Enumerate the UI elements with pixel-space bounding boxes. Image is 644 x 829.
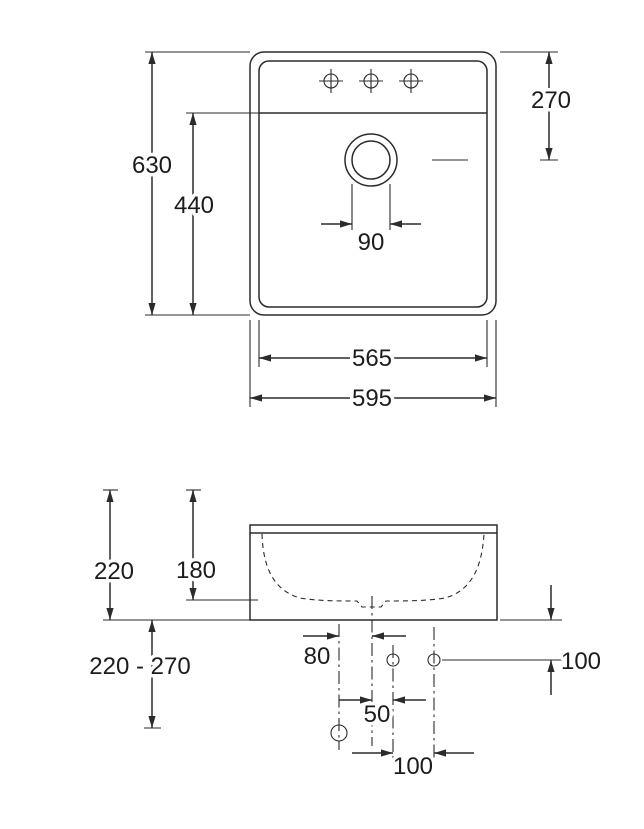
dim-label-50: 50 <box>364 701 391 728</box>
dim-label-90: 90 <box>358 229 385 256</box>
dim-label-565: 565 <box>352 345 392 372</box>
dim-hole-spacing: 100 <box>352 749 474 784</box>
dim-label-595: 595 <box>352 385 392 412</box>
bowl-profile-dashed <box>261 533 485 608</box>
basin-inner-outline <box>258 60 488 308</box>
drain-hole <box>344 133 468 187</box>
dim-label-100-bottom: 100 <box>393 753 433 780</box>
dim-drain-from-top: 270 <box>500 51 575 161</box>
fixing-hole <box>427 653 441 667</box>
dim-overall-width: 595 <box>249 320 497 416</box>
dim-overall-height: 630 <box>128 51 250 316</box>
waste-hole <box>330 724 348 742</box>
tap-hole-icon <box>359 69 383 93</box>
dim-label-270: 270 <box>531 87 571 114</box>
dim-inner-depth: 440 <box>170 112 259 315</box>
dim-hole-offset: 50 <box>339 696 426 732</box>
dim-install-range: 220 - 270 <box>86 620 194 729</box>
dim-label-220: 220 <box>94 558 134 585</box>
basin-outer-outline <box>249 51 497 316</box>
dim-height-overall: 220 <box>90 489 250 621</box>
dim-inner-width: 565 <box>258 320 488 376</box>
dim-label-80: 80 <box>304 643 331 670</box>
tap-hole-icon <box>399 69 423 93</box>
dim-hole-height: 100 <box>442 585 605 695</box>
dim-label-440: 440 <box>174 192 214 219</box>
front-view: 220 180 220 - 270 80 50 <box>86 489 605 784</box>
fixing-hole <box>386 653 400 667</box>
dim-label-630: 630 <box>132 152 172 179</box>
dim-waste-offset: 80 <box>300 632 406 674</box>
dim-drain-diameter: 90 <box>321 184 421 260</box>
body-outline <box>249 524 498 621</box>
dim-label-180: 180 <box>176 557 216 584</box>
dim-bowl-depth: 180 <box>172 489 258 601</box>
dim-label-100-right: 100 <box>561 648 601 675</box>
top-view: 630 440 270 90 565 <box>128 51 575 416</box>
dim-label-220-270: 220 - 270 <box>89 653 190 680</box>
tap-hole-icon <box>319 69 343 93</box>
